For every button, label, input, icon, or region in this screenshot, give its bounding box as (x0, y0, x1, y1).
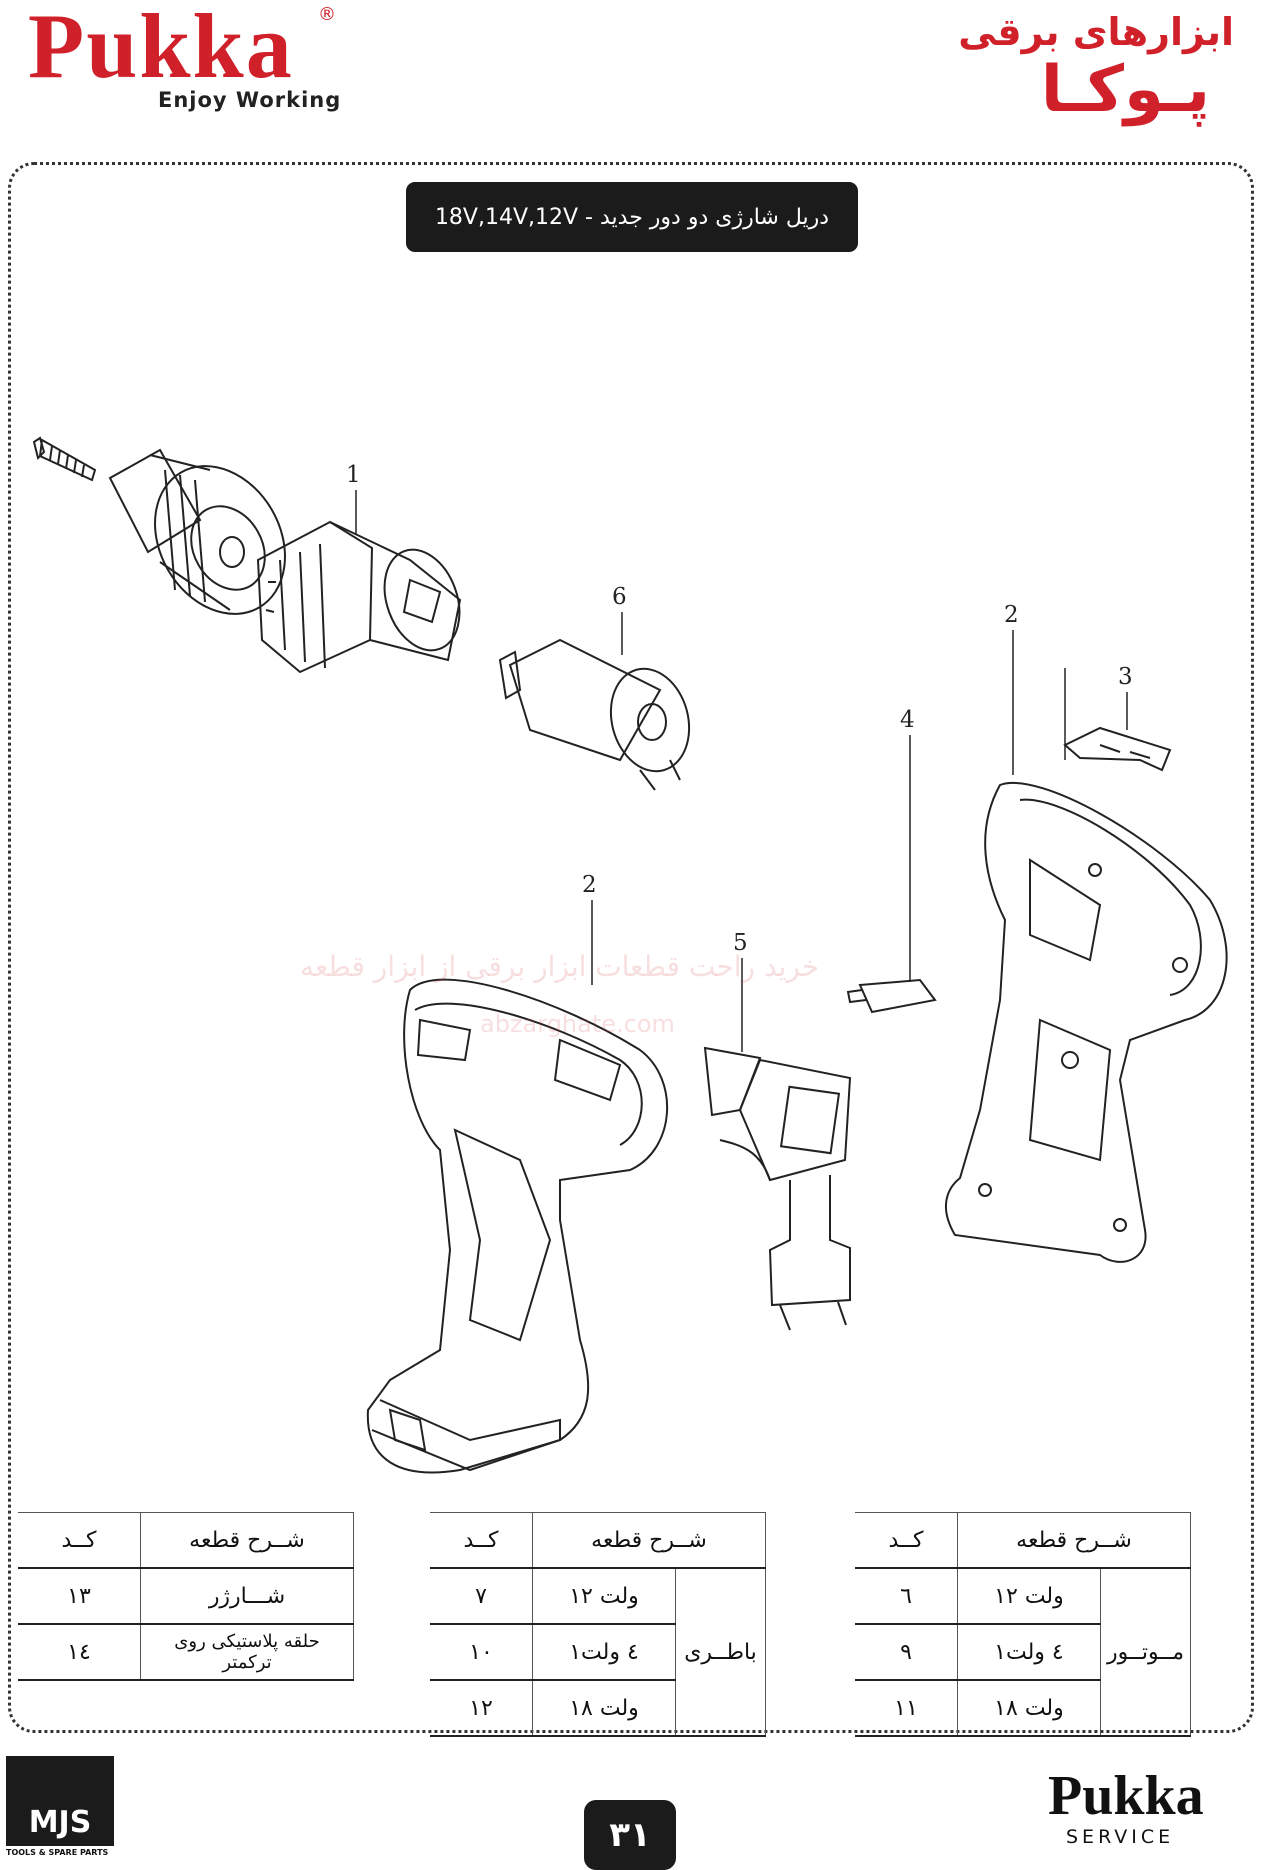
mjs-logo: MJS (6, 1756, 114, 1846)
part-code: ۱۱ (855, 1680, 958, 1737)
part-desc: ۱۸ ولت (532, 1680, 676, 1737)
registered-mark: ® (318, 4, 336, 25)
desc-header: شــرح قطعه (140, 1512, 354, 1569)
callout-2-right: 2 (1004, 602, 1019, 628)
table-header: کــد شــرح قطعه (18, 1512, 354, 1569)
fa-brand-name: پـوکـا (1040, 53, 1210, 127)
code-header: کــد (855, 1512, 958, 1569)
code-header: کــد (430, 1512, 533, 1569)
table-row: ۹ ۱٤ ولت (855, 1624, 1191, 1681)
desc-header: شــرح قطعه (956, 1512, 1192, 1569)
watermark-url: abzarghate.com (480, 1010, 675, 1038)
part-code: ۹ (855, 1624, 958, 1681)
gearbox-part (256, 520, 462, 674)
callout-2-left: 2 (582, 872, 597, 898)
housing-right-part (944, 782, 1228, 1263)
part-desc: ۱٤ ولت (956, 1624, 1101, 1681)
housing-left-part (366, 978, 669, 1474)
part-code: ۱٤ (18, 1624, 141, 1681)
table-header: کــد شــرح قطعه (430, 1512, 766, 1569)
table-row: ۱۲ ۱۸ ولت (430, 1680, 766, 1737)
part-code: ۱۳ (18, 1568, 141, 1625)
code-header: کــد (18, 1512, 141, 1569)
service-label: SERVICE (1066, 1826, 1175, 1848)
part-desc: شـــارژر (140, 1568, 354, 1625)
callout-5: 5 (733, 930, 748, 956)
parts-table-middle: کــد شــرح قطعه ۷ ۱۲ ولت باطــری ۱۰ ۱٤ و… (430, 1512, 766, 1737)
mjs-subtitle: TOOLS & SPARE PARTS (6, 1848, 109, 1857)
table-row: ۷ ۱۲ ولت باطــری (430, 1568, 766, 1737)
service-logo: Pukka (1048, 1765, 1204, 1827)
screw-part (32, 436, 97, 482)
latch-part (1063, 726, 1172, 772)
callout-1: 1 (346, 462, 361, 488)
table-row: ۱۳ شـــارژر (18, 1568, 354, 1625)
brand-logo: Pukka (28, 0, 294, 97)
table-row: ٦ ۱۲ ولت مــوتــور (855, 1568, 1192, 1737)
motor-part (498, 638, 691, 791)
desc-header: شــرح قطعه (532, 1512, 766, 1569)
switch-lever-part (846, 978, 937, 1014)
part-desc: ۱۲ ولت (956, 1568, 1101, 1625)
part-desc: ۱۸ ولت (956, 1680, 1101, 1737)
group-label: باطــری (675, 1568, 766, 1737)
callout-6: 6 (612, 584, 627, 610)
page-number: ۳۱ (584, 1800, 676, 1870)
exploded-diagram: 1 2 2 3 4 5 6 (32, 436, 1228, 1474)
chuck-part (108, 448, 286, 615)
part-desc: ۱٤ ولت (532, 1624, 676, 1681)
part-code: ۷ (430, 1568, 533, 1625)
trigger-switch-part (703, 1046, 852, 1331)
table-row: ۱٤ حلقه پلاستیکی روی ترکمتر (18, 1624, 354, 1681)
parts-table-right: کــد شــرح قطعه ٦ ۱۲ ولت مــوتــور ۹ ۱٤ … (855, 1512, 1192, 1737)
table-row: ۱۱ ۱۸ ولت (855, 1680, 1191, 1737)
page-title: دریل شارژی دو دور جدید - 18V,14V,12V (406, 182, 858, 252)
watermark-text: خرید راحت قطعات ابزار برقی از ابزار قطعه (300, 950, 820, 983)
part-code: ٦ (855, 1568, 958, 1625)
part-code: ۱۰ (430, 1624, 533, 1681)
parts-table-left: کــد شــرح قطعه ۱۳ شـــارژر ۱٤ حلقه پلاس… (18, 1512, 354, 1681)
group-label: مــوتــور (1099, 1568, 1192, 1737)
part-code: ۱۲ (430, 1680, 533, 1737)
part-desc: ۱۲ ولت (532, 1568, 676, 1625)
fa-brand-title: ابزارهای برقی (958, 10, 1234, 54)
table-row: ۱۰ ۱٤ ولت (430, 1624, 766, 1681)
part-desc: حلقه پلاستیکی روی ترکمتر (140, 1624, 354, 1681)
callout-4: 4 (900, 707, 915, 733)
brand-tagline: Enjoy Working (158, 88, 342, 112)
callout-3: 3 (1118, 664, 1133, 690)
table-header: کــد شــرح قطعه (855, 1512, 1192, 1569)
